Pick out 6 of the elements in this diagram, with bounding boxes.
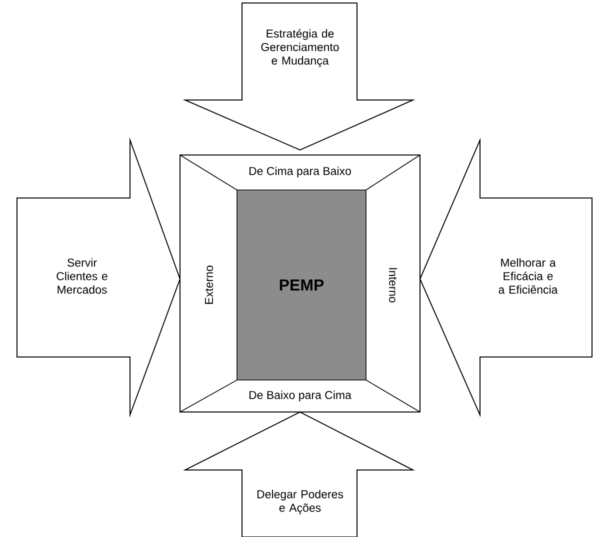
center-square: PEMP <box>236 190 366 380</box>
band-label: De Cima para Baixo <box>250 166 351 178</box>
band-label: Interno <box>389 268 398 302</box>
band-label: De Baixo para Cima <box>250 390 352 402</box>
square-frame <box>180 154 420 412</box>
band-label: Externo <box>205 266 214 304</box>
